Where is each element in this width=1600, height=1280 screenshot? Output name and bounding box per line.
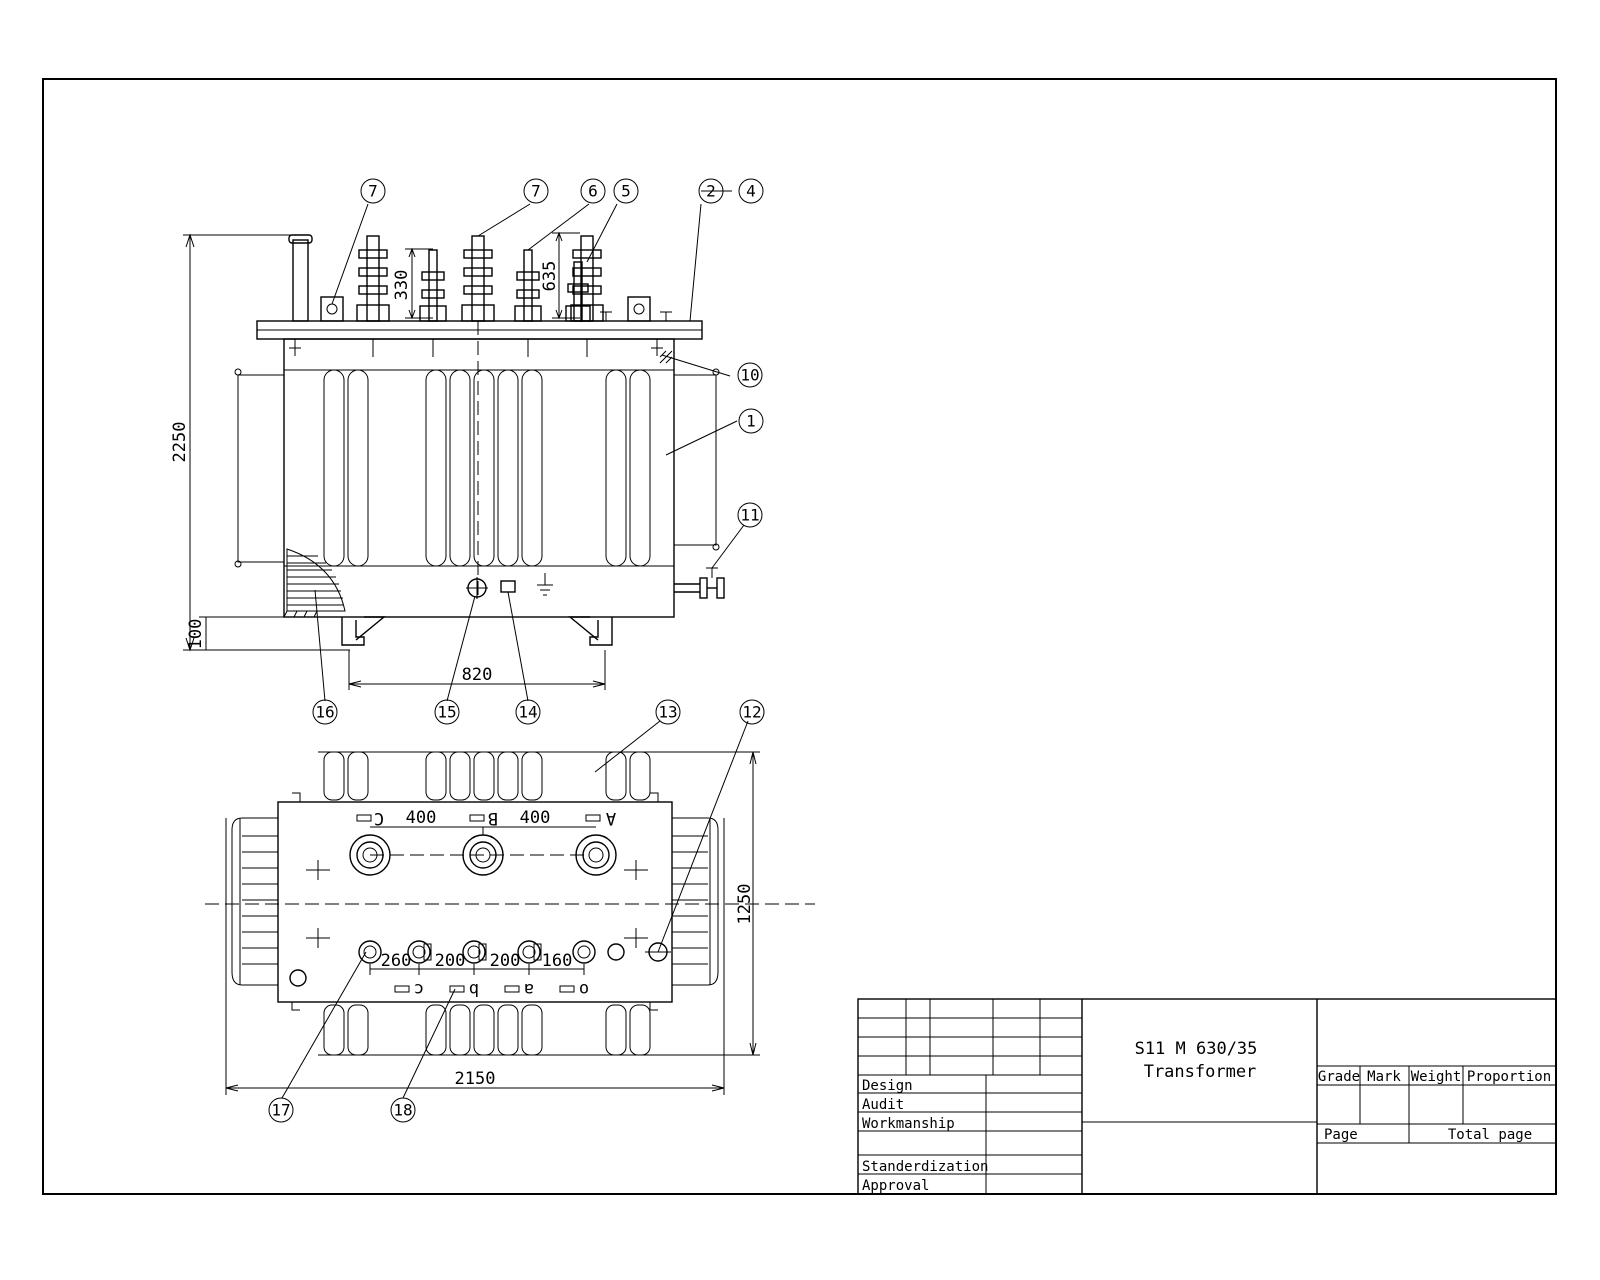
- ground-symbol: [537, 573, 553, 596]
- oil-section: [283, 548, 346, 618]
- dim-plan-width: 2150: [455, 1069, 496, 1089]
- balloon-5: 5: [613, 178, 639, 204]
- dim-overall-height: 2250: [170, 422, 190, 463]
- balloon-2: 2: [698, 178, 724, 204]
- svg-text:15: 15: [437, 703, 456, 722]
- balloon-17: 17: [268, 1097, 294, 1123]
- svg-text:17: 17: [271, 1101, 290, 1120]
- base-foot-right: [589, 617, 613, 646]
- svg-text:10: 10: [740, 366, 759, 385]
- balloon-7-center: 7: [523, 178, 549, 204]
- plan-cover: [277, 801, 673, 1003]
- balloon-11: 11: [737, 502, 763, 528]
- tb-col-grade: Grade: [1318, 1069, 1360, 1085]
- balloon-4: 4: [738, 178, 764, 204]
- svg-text:7: 7: [368, 182, 378, 201]
- dim-plan-depth: 1250: [735, 884, 755, 925]
- svg-text:16: 16: [315, 703, 334, 722]
- lv-bushings: [419, 249, 591, 322]
- svg-text:5: 5: [621, 182, 631, 201]
- lifting-lug-right: [627, 296, 651, 322]
- lv-terminal-c: c: [414, 979, 424, 999]
- hv-terminal-c: C: [374, 808, 384, 828]
- balloon-16: 16: [312, 699, 338, 725]
- hv-terminal-a: A: [606, 808, 616, 828]
- tb-col-proportion: Proportion: [1467, 1069, 1551, 1085]
- tb-page-label: Page: [1324, 1127, 1358, 1143]
- tb-col-mark: Mark: [1367, 1069, 1401, 1085]
- title-block: Design Audit Workmanship Standerdization…: [857, 998, 1557, 1195]
- dim-hv-spacing-1: 400: [406, 808, 437, 828]
- dim-bushing-low: 330: [392, 270, 412, 301]
- tank-fins: [323, 369, 651, 567]
- lv-bushing-tops: [289, 940, 671, 987]
- plan-side-radiators: [225, 817, 725, 986]
- hv-terminal-b: B: [488, 808, 498, 828]
- balloon-7-left: 7: [360, 178, 386, 204]
- dim-lv-spacing-4: 160: [542, 951, 573, 971]
- lifting-lug-left: [320, 296, 344, 322]
- lv-terminal-a: a: [524, 979, 534, 999]
- radiator-right: [674, 374, 717, 546]
- svg-text:13: 13: [658, 703, 677, 722]
- tb-col-weight: Weight: [1411, 1069, 1462, 1085]
- svg-text:6: 6: [588, 182, 598, 201]
- balloon-13: 13: [655, 699, 681, 725]
- svg-text:7: 7: [531, 182, 541, 201]
- svg-text:12: 12: [742, 703, 761, 722]
- lv-terminal-o: o: [579, 979, 589, 999]
- svg-text:2: 2: [706, 182, 716, 201]
- svg-text:1: 1: [746, 412, 756, 431]
- balloon-15: 15: [434, 699, 460, 725]
- tb-name: Transformer: [1144, 1062, 1257, 1082]
- plan-view: C B A 400 400 260 200 200 160 c b: [205, 751, 815, 1095]
- tb-model: S11 M 630/35: [1135, 1039, 1258, 1059]
- tank-body: [283, 338, 675, 618]
- balloon-10: 10: [737, 362, 763, 388]
- balloon-1: 1: [738, 408, 764, 434]
- tb-row-workmanship: Workmanship: [862, 1116, 955, 1132]
- balloon-14: 14: [515, 699, 541, 725]
- plan-fins: [318, 751, 665, 1056]
- dim-lv-spacing-2: 200: [435, 951, 466, 971]
- front-elevation: 2250 330 635 100 820: [170, 231, 725, 690]
- svg-text:11: 11: [740, 506, 759, 525]
- tb-row-design: Design: [862, 1078, 913, 1094]
- balloon-6: 6: [580, 178, 606, 204]
- drain-valve: [674, 567, 725, 599]
- dim-base-height: 100: [186, 619, 206, 650]
- radiator-left: [237, 374, 284, 563]
- base-foot-left: [341, 617, 365, 646]
- svg-text:14: 14: [518, 703, 537, 722]
- tb-row-standardization: Standerdization: [862, 1159, 988, 1175]
- tb-total-page-label: Total page: [1448, 1127, 1532, 1143]
- dim-lv-spacing-3: 200: [490, 951, 521, 971]
- nameplate: [500, 580, 516, 593]
- tb-row-audit: Audit: [862, 1097, 904, 1113]
- breather-pipe: [292, 239, 309, 322]
- balloon-18: 18: [390, 1097, 416, 1123]
- svg-text:18: 18: [393, 1101, 412, 1120]
- dim-wheel-gauge: 820: [462, 665, 493, 685]
- svg-text:4: 4: [746, 182, 756, 201]
- tb-row-approval: Approval: [862, 1178, 929, 1194]
- part-balloons: 7 7 6 5 2 4 10 1 11 16 15 14 13 12 17 18: [268, 178, 765, 1123]
- drawing-border: [42, 78, 1557, 1195]
- lv-terminal-b: b: [469, 979, 479, 999]
- dim-lv-spacing-1: 260: [381, 951, 412, 971]
- dim-hv-spacing-2: 400: [520, 808, 551, 828]
- dim-bushing-high: 635: [540, 261, 560, 292]
- balloon-12: 12: [739, 699, 765, 725]
